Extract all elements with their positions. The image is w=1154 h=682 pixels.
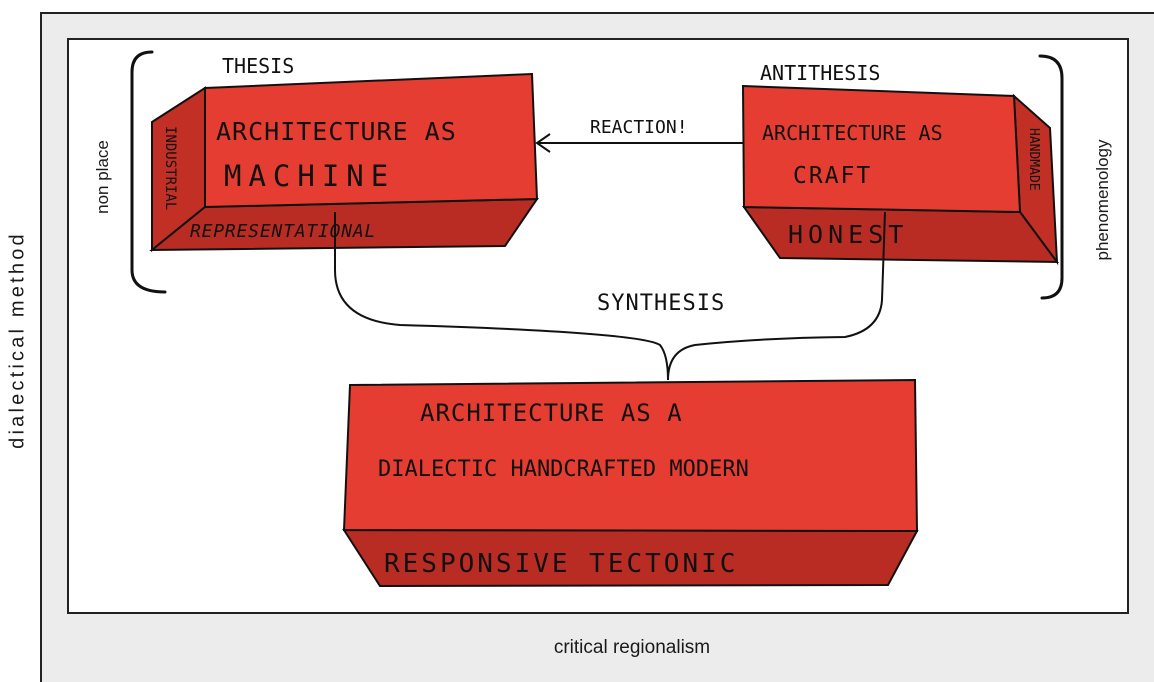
synthesis-connector (334, 211, 886, 381)
antithesis-side-label: HANDMADE (1026, 128, 1041, 191)
reaction-label: REACTION! (590, 117, 688, 138)
thesis-bottom-label: REPRESENTATIONAL (190, 221, 376, 242)
antithesis-box (741, 84, 1060, 266)
critical-regionalism-label: critical regionalism (553, 637, 711, 658)
synthesis-line2: DIALECTIC HANDCRAFTED MODERN (378, 457, 749, 482)
antithesis-front-face (741, 84, 1022, 214)
synthesis-line1: ARCHITECTURE AS A (420, 399, 683, 427)
left-bracket (130, 50, 167, 294)
thesis-box (149, 72, 539, 253)
thesis-heading: THESIS (222, 54, 294, 78)
synthesis-box (342, 378, 919, 588)
synthesis-front-face (342, 378, 919, 533)
antithesis-line1: ARCHITECTURE AS (762, 121, 943, 145)
thesis-front-face (204, 72, 539, 209)
reaction-arrow (535, 133, 743, 153)
antithesis-line2: CRAFT (793, 163, 872, 189)
synthesis-heading: SYNTHESIS (597, 291, 725, 316)
right-bracket (1038, 54, 1064, 300)
synthesis-bottom-label: RESPONSIVE TECTONIC (384, 549, 738, 579)
thesis-line1: ARCHITECTURE AS (216, 117, 457, 146)
antithesis-heading: ANTITHESIS (760, 61, 880, 85)
antithesis-bottom-label: HONEST (788, 220, 908, 249)
thesis-side-label: INDUSTRIAL (162, 126, 178, 210)
thesis-line2: MACHINE (224, 159, 395, 193)
